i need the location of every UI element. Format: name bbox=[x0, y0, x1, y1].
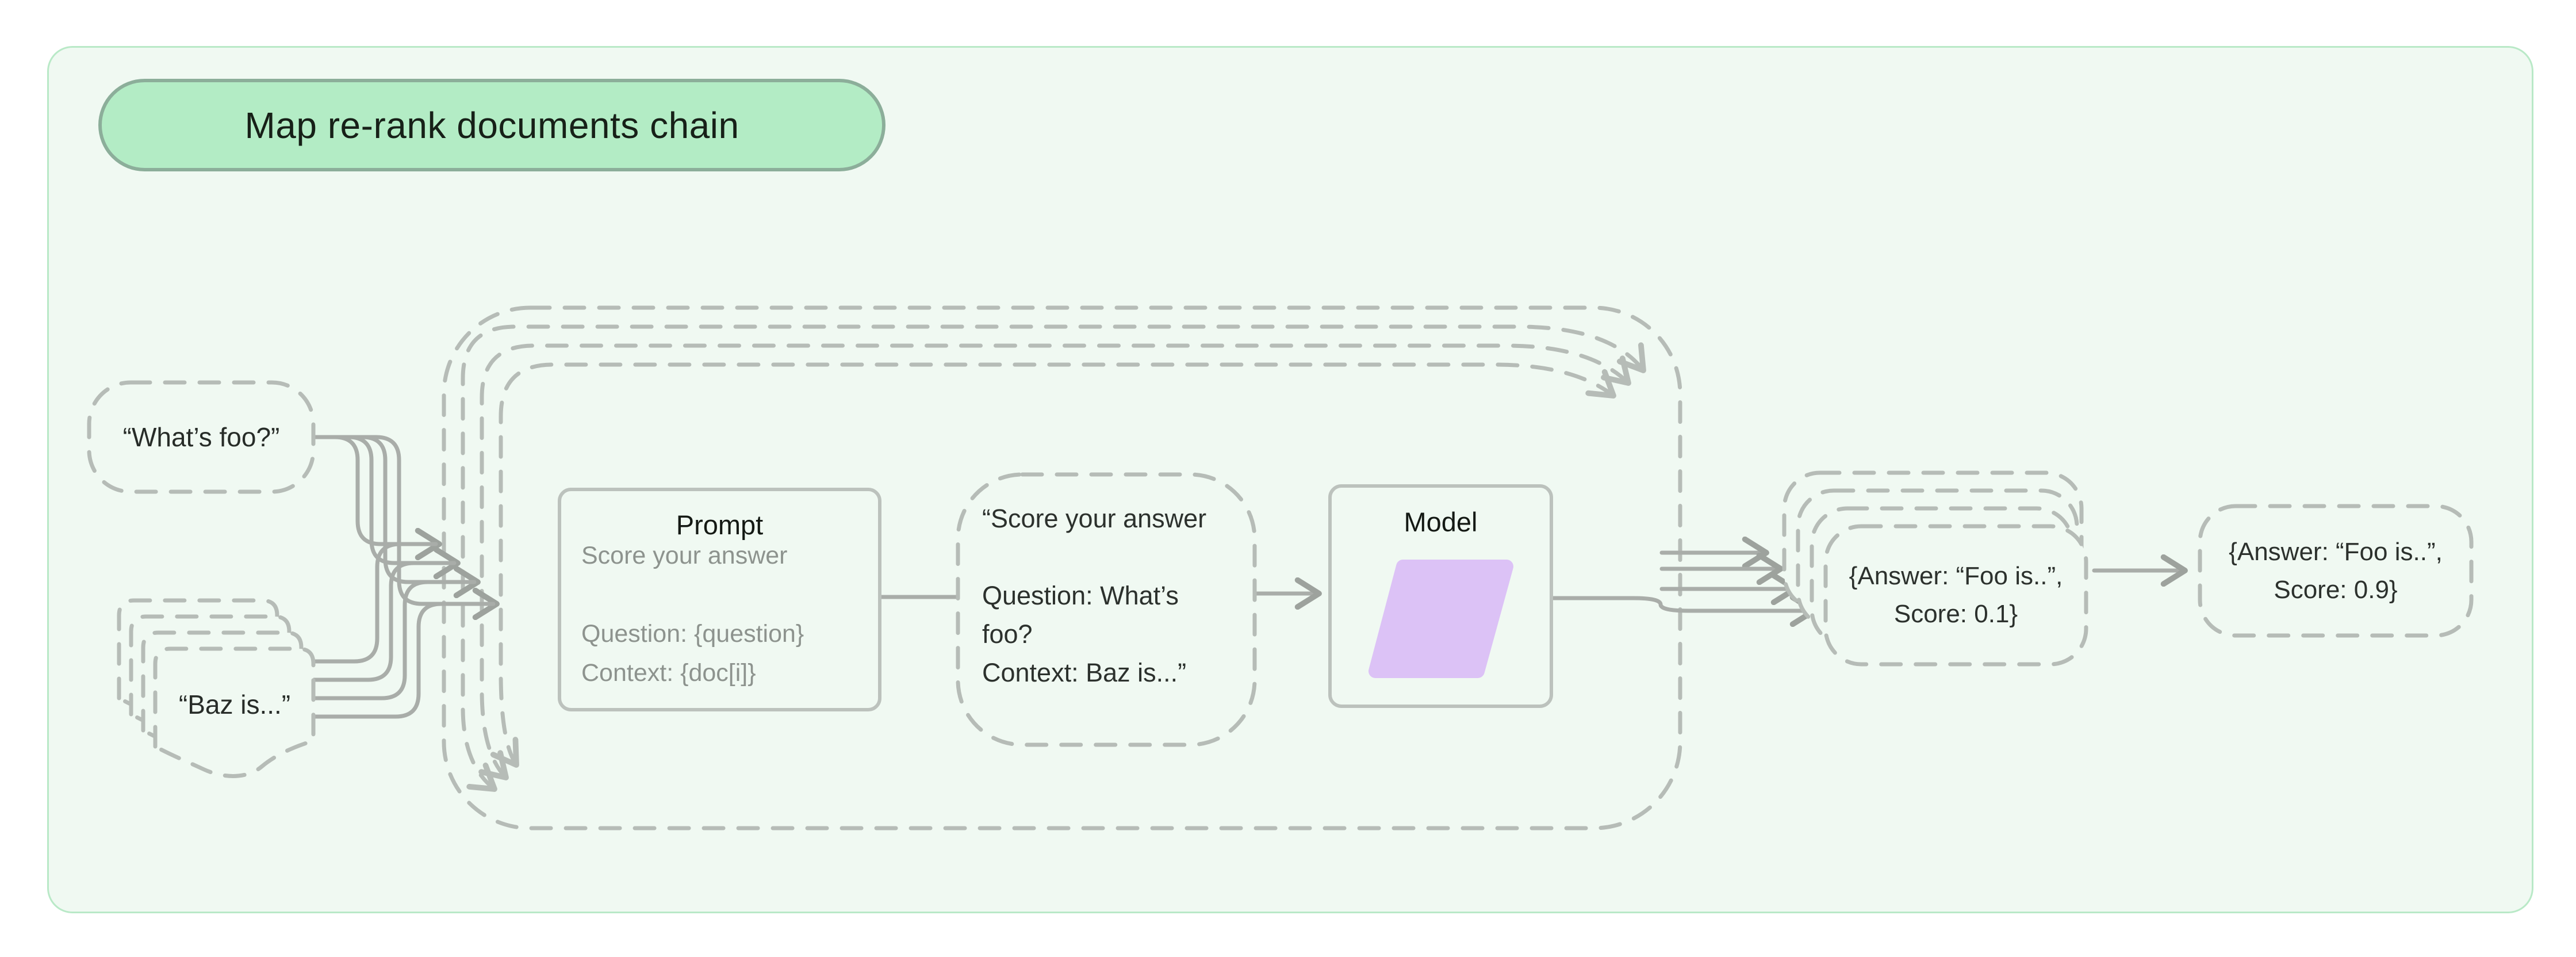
wires bbox=[311, 435, 2185, 719]
question-input-label: “What’s foo?” bbox=[122, 422, 280, 452]
docs-input-label: “Baz is...” bbox=[178, 690, 291, 719]
container-outline-4 bbox=[501, 362, 1613, 765]
container-outline-2 bbox=[461, 324, 1643, 789]
diagram-title-badge: Map re-rank documents chain bbox=[98, 79, 885, 171]
prompt-box-shape bbox=[558, 488, 881, 711]
wire-doc-2 bbox=[311, 561, 457, 682]
docs-stack bbox=[117, 598, 316, 778]
final-output-line1: {Answer: “Foo is..”, bbox=[2229, 537, 2443, 566]
mapped-output-line2: Score: 0.1} bbox=[1893, 600, 2018, 628]
final-output-shape bbox=[2198, 504, 2474, 638]
model-box-title: Model bbox=[1404, 507, 1478, 537]
doc-shape-front bbox=[153, 646, 316, 778]
model-parallelogram-icon bbox=[1368, 560, 1513, 678]
final-output-line2: Score: 0.9} bbox=[2274, 575, 2398, 604]
wire-question-4 bbox=[311, 435, 497, 604]
question-bubble-shape bbox=[87, 380, 316, 494]
prompt-box-title: Prompt bbox=[676, 510, 764, 540]
mapped-output-stack bbox=[1782, 470, 2088, 667]
mapped-output-line1: {Answer: “Foo is..”, bbox=[1849, 562, 2063, 590]
wire-doc-4 bbox=[311, 602, 496, 719]
final-output-label: {Answer: “Foo is..”, Score: 0.9} bbox=[2200, 506, 2471, 636]
wire-question-3 bbox=[311, 435, 478, 582]
container-outline-3 bbox=[482, 343, 1628, 778]
prompt-box-body: Score your answer Question: {question} C… bbox=[581, 542, 804, 687]
mapped-output-label: {Answer: “Foo is..”, Score: 0.1} bbox=[1826, 526, 2086, 664]
wire-model-to-output bbox=[1549, 598, 1814, 611]
wire-question-1 bbox=[311, 435, 439, 544]
wire-doc-1 bbox=[311, 542, 438, 664]
wire-doc-3 bbox=[311, 580, 477, 700]
mapped-output-shape-front bbox=[1823, 524, 2088, 667]
filled-prompt-body: “Score your answer Question: What’s foo?… bbox=[982, 504, 1207, 687]
filled-prompt-shape bbox=[956, 472, 1257, 747]
